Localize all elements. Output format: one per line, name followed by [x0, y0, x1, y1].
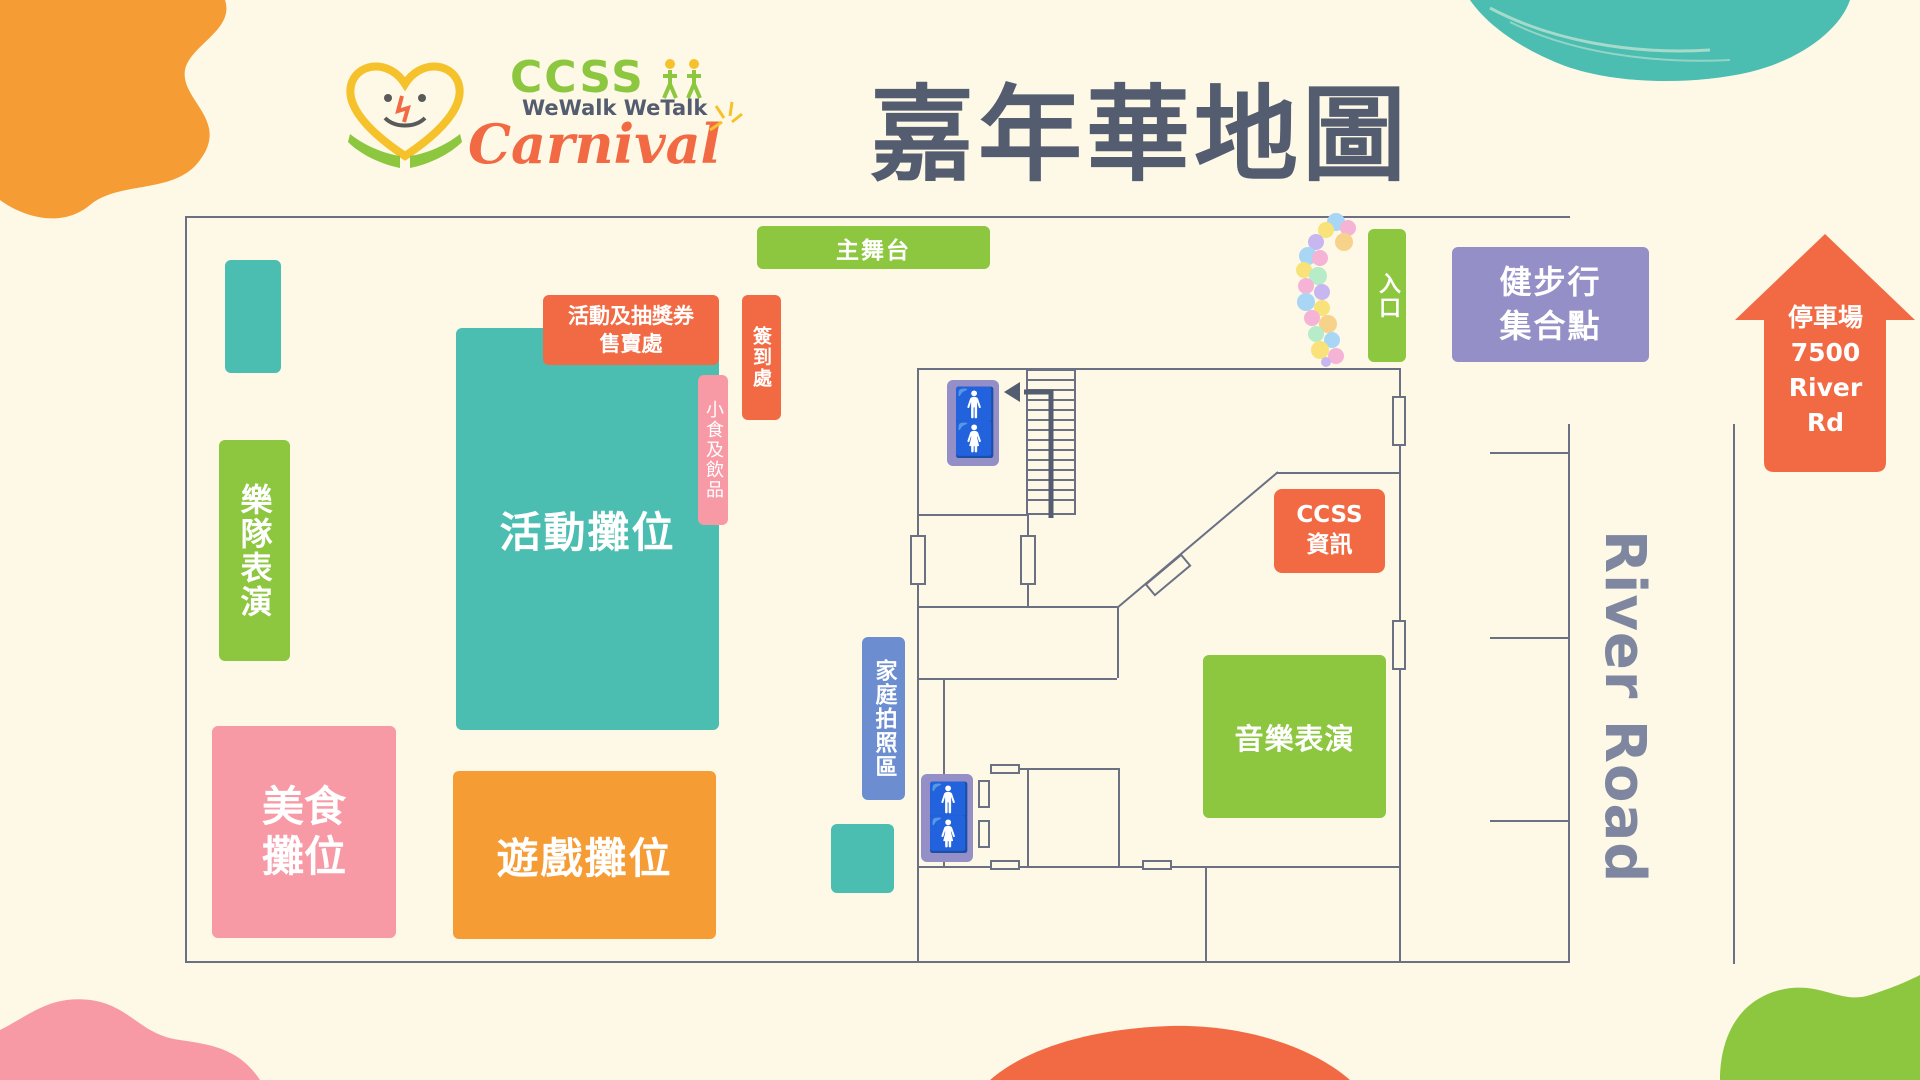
unlabeled-booth[interactable] [831, 824, 894, 893]
parking-label[interactable]: 停車場 7500 River Rd [1787, 303, 1863, 437]
orange-corner-blob [0, 0, 227, 219]
page-title: 嘉年華地圖 [870, 74, 1411, 196]
road-far-edge [1733, 424, 1735, 964]
restroom-icon: 🚹🚺 [953, 386, 996, 460]
music-performance[interactable]: 音樂表演 [1203, 655, 1386, 818]
snacks-drinks-label: 小食及飲品 [703, 400, 724, 500]
stairs-icon [1004, 369, 1076, 518]
venue-outline [185, 216, 1570, 963]
wall [917, 606, 1117, 608]
snacks-drinks[interactable]: 小食及飲品 [698, 375, 728, 525]
wall [1118, 768, 1120, 866]
door [978, 780, 990, 808]
music-performance-label: 音樂表演 [1234, 721, 1355, 756]
venue-right-wall [1568, 424, 1570, 963]
logo-brand: CCSS [510, 52, 645, 103]
wall [917, 514, 1029, 516]
activity-booths[interactable]: 活動攤位 [456, 328, 719, 730]
game-booths[interactable]: 遊戲攤位 [453, 771, 716, 939]
ticket-booth[interactable]: 活動及抽獎券 售賣處 [543, 295, 719, 365]
family-photo-area-label: 家庭拍照區 [871, 658, 897, 779]
road-edge [1490, 820, 1570, 822]
door [1020, 535, 1036, 585]
pink-corner-blob [0, 999, 260, 1080]
entrance-label: 入口 [1375, 271, 1400, 320]
carnival-logo: CCSS WeWalk WeTalk Carnival [340, 52, 743, 176]
wall [1276, 472, 1400, 474]
main-stage[interactable]: 主舞台 [757, 226, 990, 269]
wall [1399, 866, 1401, 963]
entrance[interactable]: 入口 [1368, 229, 1406, 362]
balloon-arch-icon [1296, 213, 1356, 367]
door [978, 820, 990, 848]
wall [1027, 768, 1029, 866]
wall [917, 678, 1117, 680]
family-photo-area[interactable]: 家庭拍照區 [862, 637, 905, 800]
main-stage-label: 主舞台 [836, 237, 911, 264]
walk-meeting-point-label: 健步行 集合點 [1499, 263, 1602, 345]
band-performance-label: 樂隊表演 [235, 482, 274, 619]
walking-people-icon [662, 59, 702, 99]
check-in[interactable]: 簽到處 [742, 295, 781, 420]
wall [1205, 866, 1207, 963]
door [910, 535, 926, 585]
diagonal-wall [1116, 471, 1279, 609]
walk-meeting-point[interactable]: 健步行 集合點 [1452, 247, 1649, 362]
ticket-booth-label: 活動及抽獎券 售賣處 [568, 303, 694, 356]
ccss-info[interactable]: CCSS 資訊 [1274, 489, 1385, 573]
ccss-info-label: CCSS 資訊 [1296, 502, 1363, 558]
sparkle-icon [709, 101, 743, 132]
logo-event: Carnival [468, 112, 722, 176]
restroom-upper[interactable]: 🚹🚺 [947, 380, 999, 466]
green-corner-blob [1720, 975, 1920, 1080]
red-bottom-blob [990, 1025, 1350, 1080]
door [1392, 396, 1406, 446]
activity-booths-label: 活動攤位 [499, 507, 676, 557]
logo-tagline: WeWalk WeTalk [522, 96, 708, 120]
restroom-icon: 🚹🚺 [927, 781, 970, 855]
unlabeled-booth[interactable] [225, 260, 281, 373]
game-booths-label: 遊戲攤位 [496, 833, 673, 883]
heart-logo-icon [346, 62, 464, 168]
road-label: River Road [1592, 530, 1657, 884]
food-booths-label: 美食 攤位 [261, 781, 346, 881]
road-edge [1490, 452, 1570, 454]
door [1392, 620, 1406, 670]
road-edge [1490, 637, 1570, 639]
up-arrow-icon [1735, 234, 1915, 472]
door [1142, 860, 1172, 870]
food-booths[interactable]: 美食 攤位 [212, 726, 396, 938]
door [990, 764, 1020, 774]
check-in-label: 簽到處 [750, 326, 772, 389]
restroom-lower[interactable]: 🚹🚺 [921, 774, 973, 862]
wall [1117, 606, 1119, 678]
wall [943, 678, 945, 866]
band-performance[interactable]: 樂隊表演 [219, 440, 290, 661]
door [990, 860, 1020, 870]
teal-corner-blob [1470, 0, 1850, 82]
wall [990, 768, 1120, 770]
